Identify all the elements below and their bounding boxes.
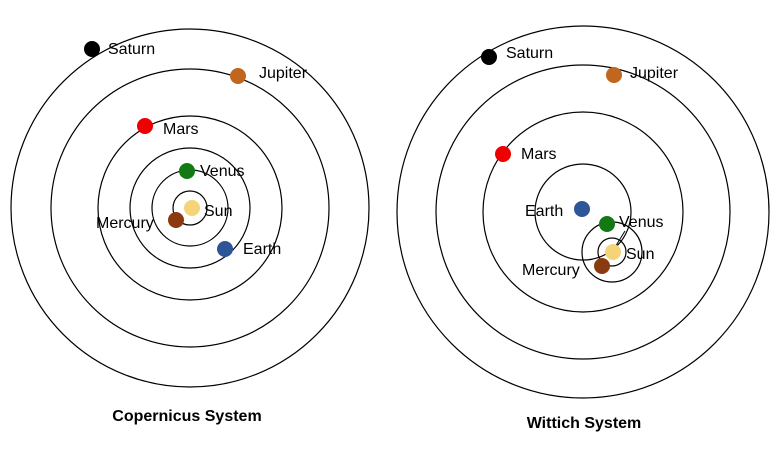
copernicus-mercury-marker	[168, 212, 184, 228]
wittich-diagram: Saturn Jupiter Mars Earth Venus Sun Merc…	[396, 25, 770, 432]
wittich-sun-label: Sun	[626, 246, 654, 263]
copernicus-sun-marker	[184, 200, 200, 216]
wittich-saturn-orbit	[396, 25, 770, 399]
wittich-title: Wittich System	[527, 415, 642, 432]
copernicus-mercury-orbit	[172, 190, 208, 226]
wittich-venus-label: Venus	[619, 214, 663, 231]
copernicus-diagram: Saturn Jupiter Mars Venus Sun Mercury Ea…	[10, 28, 370, 425]
wittich-earth-marker	[574, 201, 590, 217]
copernicus-jupiter-marker	[230, 68, 246, 84]
wittich-mars-label: Mars	[521, 146, 557, 163]
wittich-venus-marker	[599, 216, 615, 232]
wittich-mercury-marker	[594, 258, 610, 274]
copernicus-sun-label: Sun	[204, 203, 232, 220]
wittich-saturn-marker	[481, 49, 497, 65]
copernicus-jupiter-orbit	[50, 68, 330, 348]
wittich-saturn-label: Saturn	[506, 45, 553, 62]
copernicus-earth-orbit	[129, 147, 251, 269]
copernicus-saturn-orbit	[10, 28, 370, 388]
copernicus-saturn-label: Saturn	[108, 41, 155, 58]
wittich-mercury-label: Mercury	[522, 262, 580, 279]
wittich-jupiter-marker	[606, 67, 622, 83]
copernicus-earth-label: Earth	[243, 241, 281, 258]
wittich-jupiter-orbit	[435, 64, 731, 360]
wittich-sun-marker	[605, 244, 621, 260]
copernicus-venus-label: Venus	[200, 163, 244, 180]
wittich-jupiter-label: Jupiter	[630, 65, 679, 82]
copernicus-mars-marker	[137, 118, 153, 134]
wittich-mars-marker	[495, 146, 511, 162]
copernicus-mercury-label: Mercury	[96, 215, 154, 232]
copernicus-mars-label: Mars	[163, 121, 199, 138]
copernicus-saturn-marker	[84, 41, 100, 57]
copernicus-jupiter-label: Jupiter	[259, 65, 308, 82]
copernicus-title: Copernicus System	[112, 408, 261, 425]
wittich-mercury-orbit	[597, 237, 627, 267]
copernicus-earth-marker	[217, 241, 233, 257]
wittich-earth-label: Earth	[525, 203, 563, 220]
copernicus-venus-marker	[179, 163, 195, 179]
copernicus-mars-orbit	[97, 115, 283, 301]
wittich-mars-orbit	[482, 111, 684, 313]
